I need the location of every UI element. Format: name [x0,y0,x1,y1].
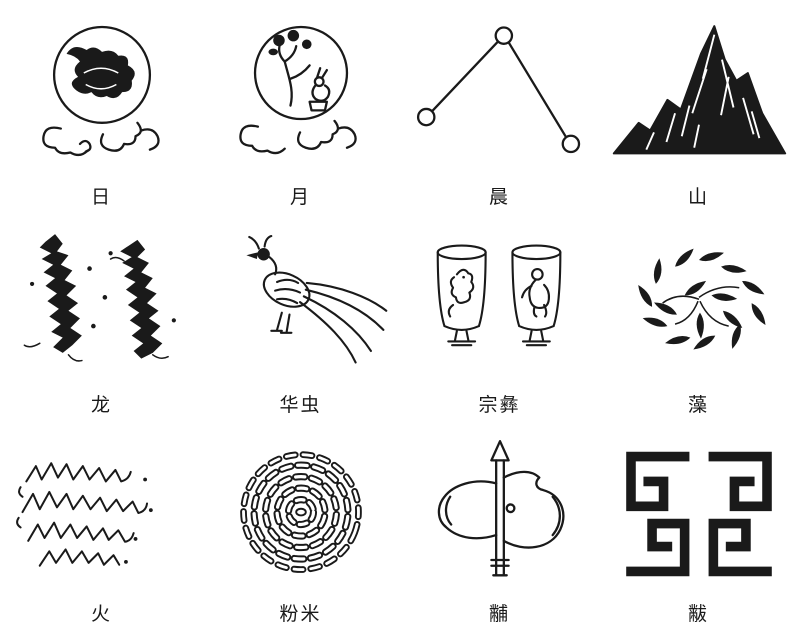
symbol-cell-axe: 黼 [400,421,599,630]
fire-symbol-icon [2,427,201,600]
symbol-label: 龙 [90,394,112,417]
symbol-cell-ritual-vessels: 宗彝 [400,213,599,422]
symbol-label: 日 [90,185,112,208]
ritual-vessels-symbol-icon [400,219,599,392]
symbol-cell-fire: 火 [2,421,201,630]
algae-symbol-icon [599,219,798,392]
sun-symbol-icon [2,10,201,183]
symbol-cell-moon: 月 [201,4,400,213]
symbol-label: 黻 [687,603,709,625]
symbol-cell-stars: 晨 [400,4,599,213]
symbol-label: 晨 [488,185,510,208]
rice-grains-symbol-icon [201,427,400,600]
symbol-cell-pheasant: 华虫 [201,213,400,422]
symbol-label: 藻 [687,394,709,417]
symbol-cell-rice-grains: 粉米 [201,421,400,630]
stars-symbol-icon [400,10,599,183]
axe-symbol-icon [400,427,599,600]
symbol-label: 宗彝 [478,394,521,417]
symbol-label: 华虫 [279,394,322,417]
moon-symbol-icon [201,10,400,183]
symbol-cell-mountain: 山 [599,4,798,213]
symbol-label: 火 [90,603,112,625]
symbol-cell-algae: 藻 [599,213,798,422]
symbol-cell-dragon: 龙 [2,213,201,422]
symbol-label: 山 [687,185,709,208]
pheasant-symbol-icon [201,219,400,392]
mountain-symbol-icon [599,10,798,183]
symbol-cell-fu-pattern: 黻 [599,421,798,630]
symbol-label: 粉米 [279,603,322,625]
dragon-symbol-icon [2,219,201,392]
symbol-label: 黼 [488,603,510,625]
fu-pattern-symbol-icon [599,427,798,600]
symbol-label: 月 [289,185,311,208]
symbol-cell-sun: 日 [2,4,201,213]
